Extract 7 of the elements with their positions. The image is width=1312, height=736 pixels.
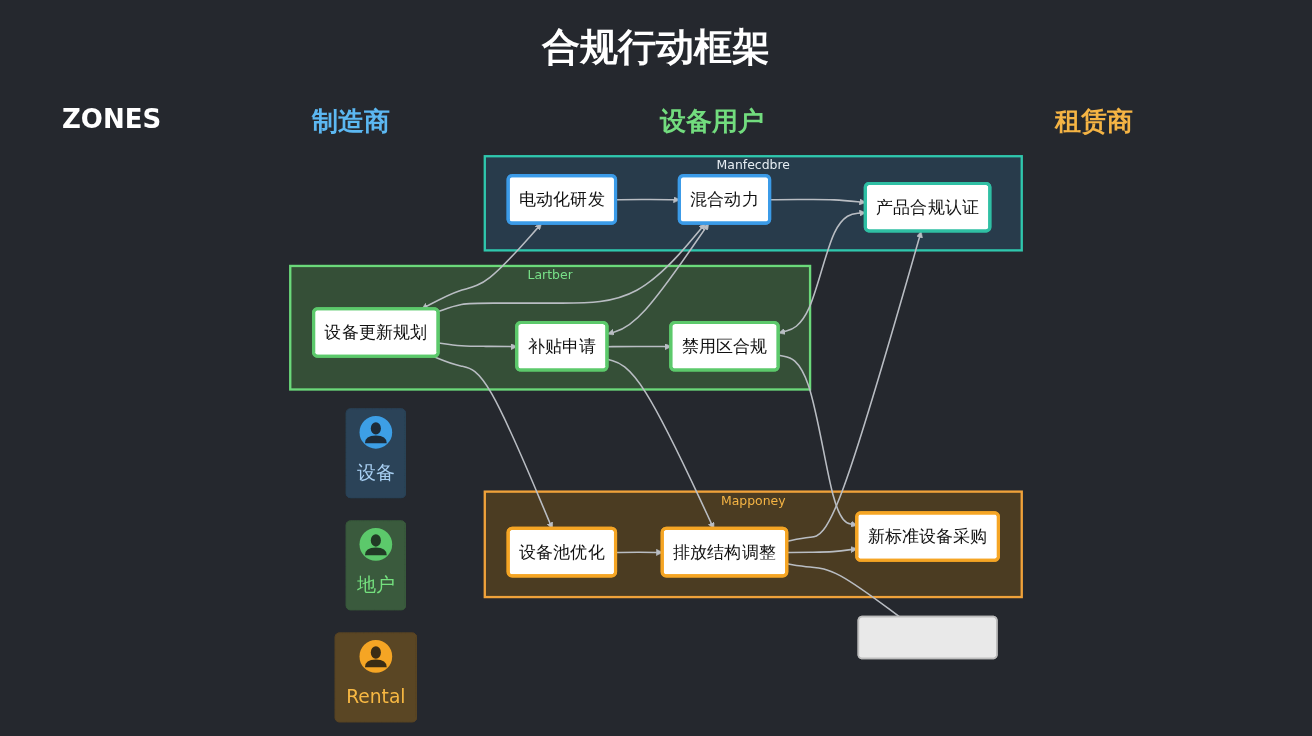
column-heading: 制造商: [312, 105, 390, 138]
arrow: [437, 223, 706, 313]
column-heading: 租赁商: [1055, 105, 1133, 138]
diagram-title: 合规行动框架: [542, 24, 770, 71]
arrow: [607, 223, 709, 336]
zones-heading: ZONES: [62, 104, 162, 134]
column-heading: 设备用户: [660, 105, 764, 138]
